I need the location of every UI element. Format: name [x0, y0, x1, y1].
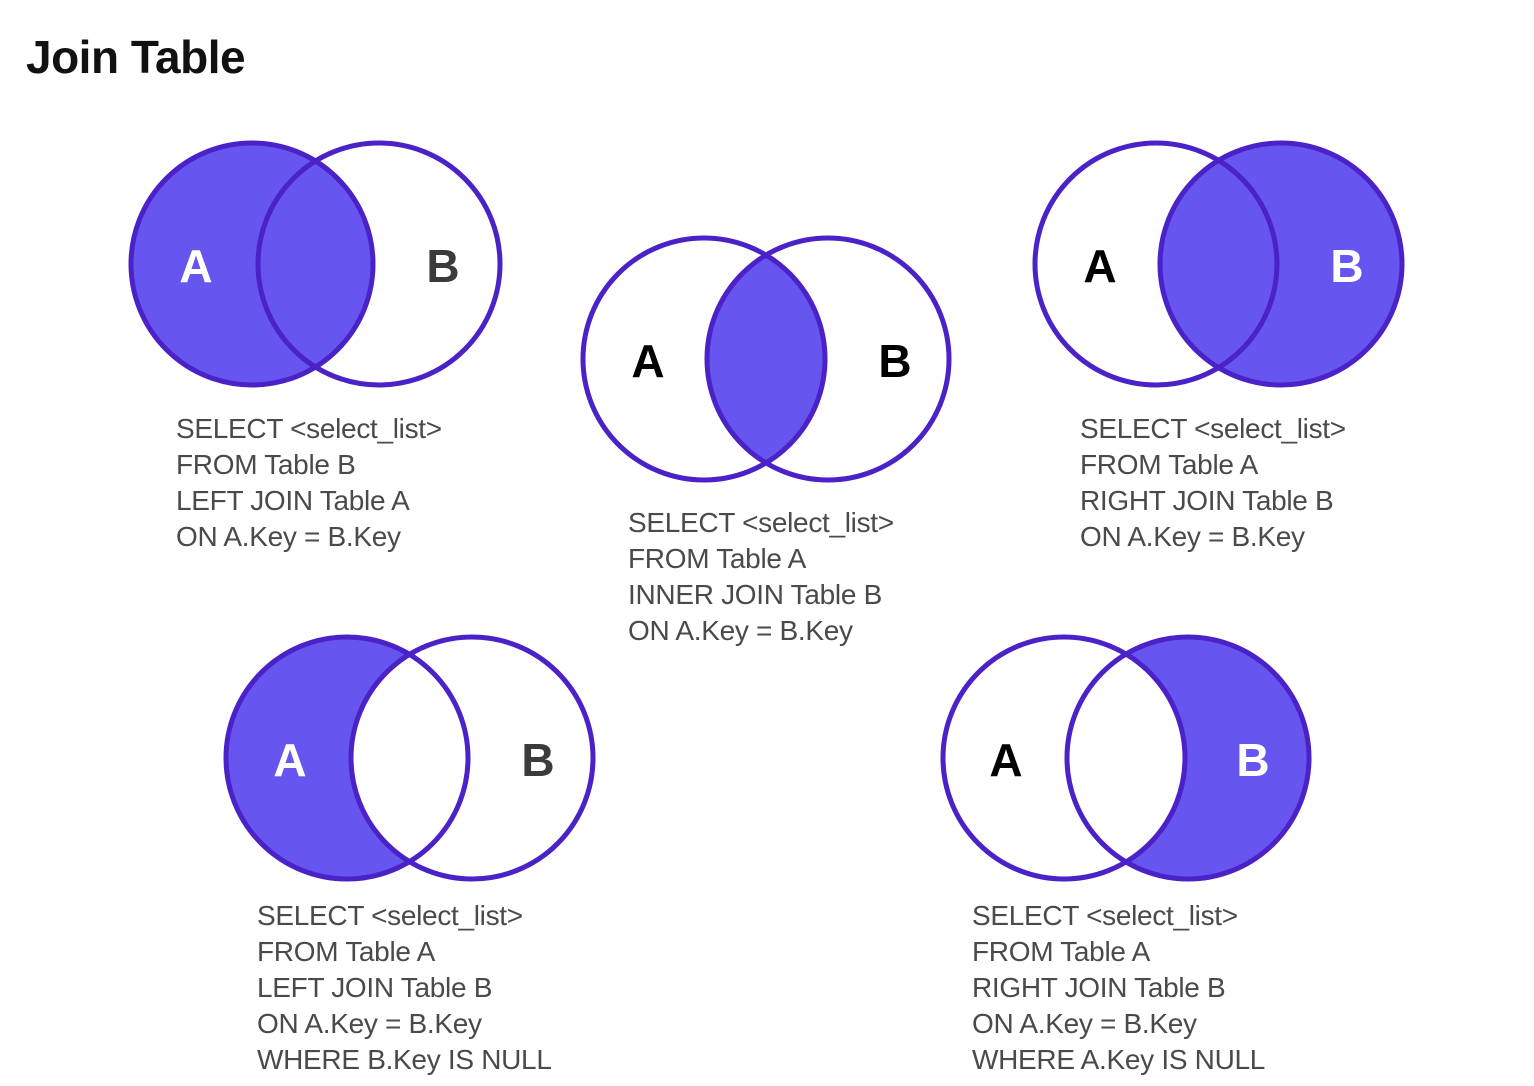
sql-line: FROM Table B [176, 449, 356, 480]
page-title: Join Table [26, 31, 246, 83]
circle-b-label: B [878, 335, 911, 387]
sql-line: RIGHT JOIN Table B [972, 972, 1226, 1003]
circle-a-outline [580, 235, 828, 483]
sql-line: SELECT <select_list> [176, 413, 442, 444]
circle-a-label: A [989, 734, 1022, 786]
venn-right-join: A B [1030, 138, 1410, 390]
venn-right-excluding: A B [937, 632, 1317, 884]
sql-line: LEFT JOIN Table A [176, 485, 410, 516]
b-only-fill [1067, 637, 1309, 879]
venn-left-excluding-svg: A B [223, 634, 596, 882]
circle-b-outline [1064, 634, 1312, 882]
circle-b-label: B [426, 240, 459, 292]
circle-b-outline [255, 140, 503, 388]
venn-inner-join: A B [578, 233, 958, 485]
sql-line: FROM Table A [257, 936, 435, 967]
sql-line: ON A.Key = B.Key [628, 615, 853, 646]
venn-left-excluding: A B [220, 632, 600, 884]
circle-a-outline [223, 634, 471, 882]
circle-a-fill [131, 143, 373, 385]
circle-b-label: B [521, 734, 554, 786]
sql-line: FROM Table A [1080, 449, 1258, 480]
sql-line: SELECT <select_list> [972, 900, 1238, 931]
circle-b-label: B [1236, 734, 1269, 786]
sql-line: ON A.Key = B.Key [257, 1008, 482, 1039]
venn-right-join-svg: A B [1032, 140, 1405, 388]
sql-right-excluding: SELECT <select_list> FROM Table A RIGHT … [972, 898, 1265, 1078]
circle-a-label: A [1083, 240, 1116, 292]
sql-line: SELECT <select_list> [1080, 413, 1346, 444]
sql-line: WHERE B.Key IS NULL [257, 1044, 552, 1075]
sql-line: FROM Table A [628, 543, 806, 574]
circle-a-label: A [179, 240, 212, 292]
circle-a-outline [940, 634, 1188, 882]
a-only-fill [226, 637, 468, 879]
sql-left-join: SELECT <select_list> FROM Table B LEFT J… [176, 411, 442, 555]
sql-line: ON A.Key = B.Key [972, 1008, 1197, 1039]
sql-inner-join: SELECT <select_list> FROM Table A INNER … [628, 505, 894, 649]
sql-line: WHERE A.Key IS NULL [972, 1044, 1266, 1075]
venn-right-excluding-svg: A B [940, 634, 1312, 882]
sql-right-join: SELECT <select_list> FROM Table A RIGHT … [1080, 411, 1346, 555]
circle-a-label: A [273, 734, 306, 786]
venn-left-join: A B [124, 138, 504, 390]
circle-a-label: A [631, 335, 664, 387]
circle-a-outline [128, 140, 376, 388]
circle-b-outline [704, 235, 952, 483]
sql-line: ON A.Key = B.Key [1080, 521, 1305, 552]
venn-left-join-svg: A B [128, 140, 503, 388]
sql-line: LEFT JOIN Table B [257, 972, 493, 1003]
sql-line: SELECT <select_list> [257, 900, 523, 931]
sql-line: ON A.Key = B.Key [176, 521, 401, 552]
circle-b-outline [348, 634, 596, 882]
sql-line: FROM Table A [972, 936, 1150, 967]
sql-line: SELECT <select_list> [628, 507, 894, 538]
circle-b-outline [1157, 140, 1405, 388]
circle-b-label: B [1330, 240, 1363, 292]
venn-inner-join-svg: A B [580, 235, 952, 483]
sql-left-excluding: SELECT <select_list> FROM Table A LEFT J… [257, 898, 552, 1078]
circle-a-outline [1032, 140, 1280, 388]
sql-line: RIGHT JOIN Table B [1080, 485, 1334, 516]
circle-b-fill [1160, 143, 1402, 385]
intersection-fill [707, 238, 825, 480]
sql-line: INNER JOIN Table B [628, 579, 882, 610]
